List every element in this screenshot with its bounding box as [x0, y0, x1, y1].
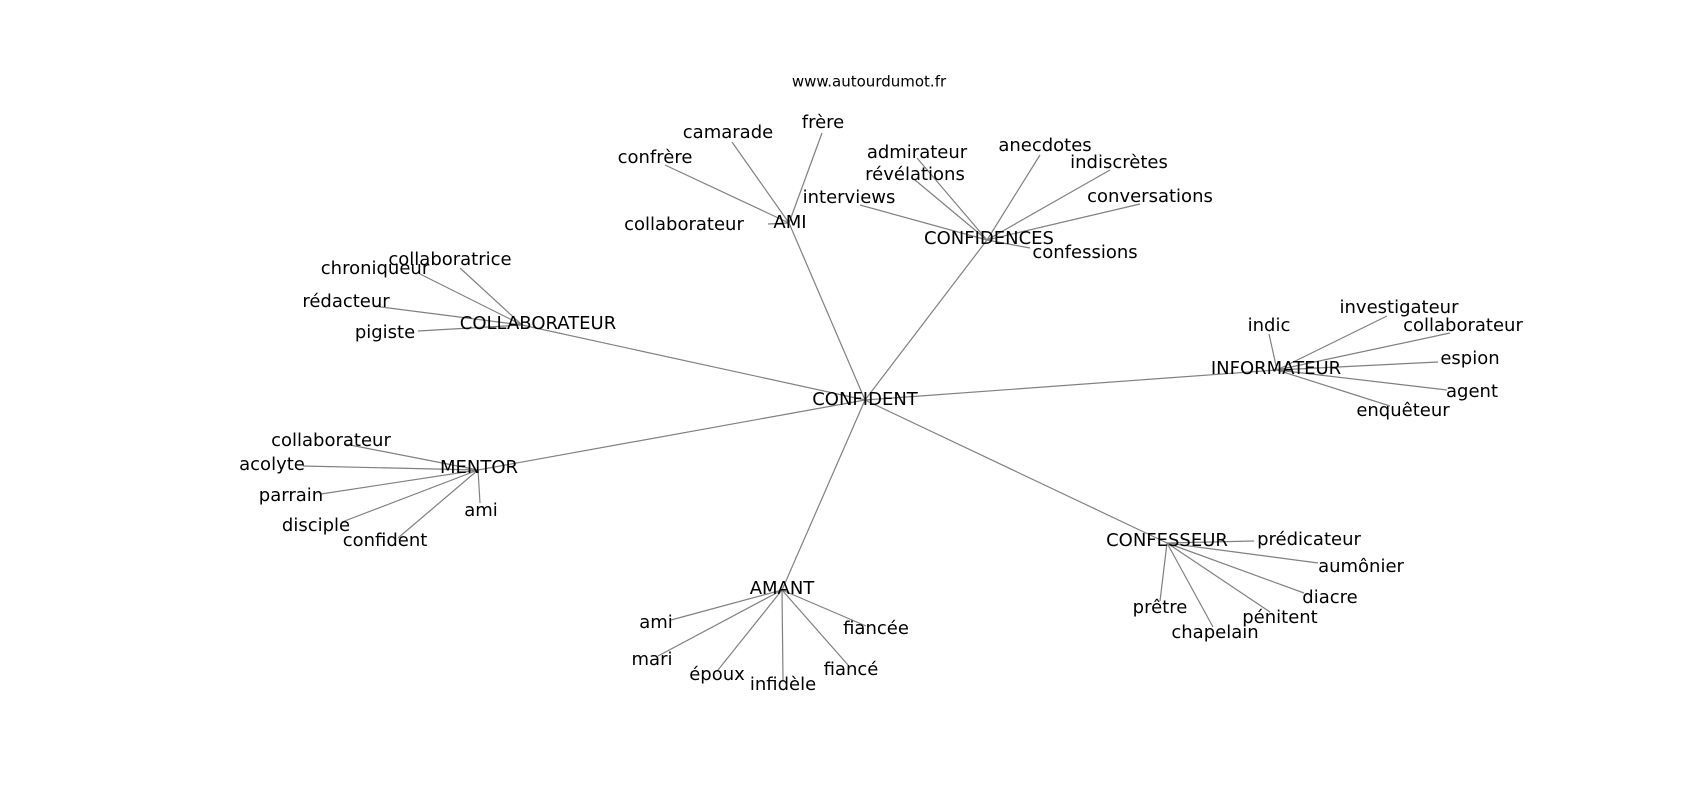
edge-ami-leaf-2 — [664, 164, 790, 224]
edge-confidences-leaf-2 — [859, 204, 988, 241]
leaf-node-confidences-0[interactable]: admirateur — [867, 142, 968, 163]
leaf-node-collaborateur-1[interactable]: chroniqueur — [321, 258, 430, 279]
leaf-node-amant-4[interactable]: fiancé — [824, 659, 879, 680]
leaf-node-collaborateur-0[interactable]: collaboratrice — [388, 249, 511, 270]
edge-collaborateur-leaf-3 — [417, 324, 523, 332]
edge-center-amant — [781, 399, 866, 591]
edge-informateur-leaf-1 — [1276, 315, 1388, 371]
edge-mentor-leaf-2 — [320, 469, 479, 495]
edge-ami-leaf-0 — [788, 132, 823, 224]
edge-confidences-leaf-6 — [986, 239, 1031, 249]
leaf-node-mentor-4[interactable]: confident — [343, 530, 428, 551]
edge-mentor-leaf-0 — [344, 443, 479, 471]
leaf-node-confidences-6[interactable]: confessions — [1032, 242, 1137, 263]
leaf-node-ami-0[interactable]: frère — [802, 112, 845, 133]
edge-mentor-leaf-1 — [302, 465, 479, 471]
leaf-node-confidences-1[interactable]: révélations — [865, 164, 965, 185]
leaf-node-amant-0[interactable]: ami — [639, 612, 673, 633]
leaf-node-confesseur-3[interactable]: pénitent — [1242, 607, 1318, 628]
leaf-node-informateur-0[interactable]: indic — [1248, 315, 1291, 336]
leaf-node-confesseur-2[interactable]: diacre — [1302, 587, 1357, 608]
edge-amant-leaf-5 — [781, 589, 867, 627]
hub-node-informateur[interactable]: INFORMATEUR — [1211, 358, 1341, 379]
edge-confesseur-leaf-4 — [1166, 542, 1214, 628]
edge-confidences-leaf-3 — [986, 154, 1041, 241]
edge-confesseur-leaf-0 — [1166, 540, 1255, 544]
leaf-node-confidences-2[interactable]: interviews — [803, 187, 896, 208]
edge-center-informateur — [864, 369, 1278, 401]
leaf-node-informateur-1[interactable]: investigateur — [1340, 297, 1460, 318]
edge-informateur-leaf-5 — [1276, 369, 1391, 407]
hub-node-amant[interactable]: AMANT — [750, 578, 816, 599]
edge-informateur-leaf-2 — [1276, 332, 1451, 371]
leaf-node-confesseur-1[interactable]: aumônier — [1318, 556, 1404, 577]
edge-center-mentor — [477, 399, 866, 471]
leaf-node-mentor-2[interactable]: parrain — [259, 485, 323, 506]
edge-collaborateur-leaf-2 — [372, 305, 523, 326]
edge-ami-leaf-1 — [731, 141, 790, 224]
leaf-node-confidences-3[interactable]: anecdotes — [998, 135, 1091, 156]
leaf-node-confidences-5[interactable]: conversations — [1087, 186, 1213, 207]
edge-center-confidences — [864, 239, 988, 401]
edge-confesseur-leaf-1 — [1166, 542, 1319, 564]
edge-informateur-leaf-3 — [1276, 361, 1439, 371]
edge-mentor-leaf-5 — [477, 469, 481, 504]
edge-informateur-leaf-0 — [1268, 333, 1278, 371]
edge-amant-leaf-4 — [781, 589, 849, 666]
edge-confesseur-leaf-3 — [1166, 542, 1271, 613]
edge-center-ami — [788, 222, 866, 401]
leaf-node-confesseur-0[interactable]: prédicateur — [1257, 529, 1361, 550]
edge-collaborateur-leaf-1 — [419, 273, 523, 326]
leaf-node-collaborateur-3[interactable]: pigiste — [355, 322, 415, 343]
edge-center-confesseur — [864, 399, 1168, 544]
leaf-node-amant-5[interactable]: fiancée — [843, 618, 909, 639]
edge-amant-leaf-0 — [670, 589, 783, 621]
graph-labels: www.autourdumot.fr CONFIDENT AMI frère cam… — [239, 73, 1523, 696]
hub-node-confidences[interactable]: CONFIDENCES — [924, 228, 1054, 249]
leaf-node-mentor-0[interactable]: collaborateur — [271, 430, 391, 451]
leaf-node-ami-2[interactable]: confrère — [618, 147, 693, 168]
edge-mentor-leaf-4 — [397, 469, 479, 539]
edge-confidences-leaf-1 — [914, 179, 988, 241]
edge-confesseur-leaf-5 — [1159, 542, 1168, 602]
leaf-node-informateur-5[interactable]: enquêteur — [1356, 400, 1450, 421]
edge-amant-leaf-3 — [781, 589, 784, 681]
leaf-node-informateur-3[interactable]: espion — [1440, 348, 1499, 369]
hub-node-ami[interactable]: AMI — [773, 212, 806, 233]
graph-edges — [302, 132, 1451, 681]
edge-amant-leaf-2 — [717, 589, 783, 671]
source-watermark: www.autourdumot.fr — [792, 73, 947, 91]
edge-confesseur-leaf-2 — [1166, 542, 1305, 594]
leaf-node-informateur-2[interactable]: collaborateur — [1403, 315, 1523, 336]
leaf-node-confidences-4[interactable]: indiscrètes — [1070, 152, 1168, 173]
leaf-node-amant-1[interactable]: mari — [632, 649, 673, 670]
leaf-node-mentor-1[interactable]: acolyte — [239, 454, 305, 475]
edge-informateur-leaf-4 — [1276, 369, 1448, 391]
leaf-node-confesseur-5[interactable]: prêtre — [1133, 597, 1188, 618]
hub-node-confesseur[interactable]: CONFESSEUR — [1106, 530, 1228, 551]
edge-center-collaborateur — [521, 324, 866, 401]
leaf-node-amant-2[interactable]: époux — [689, 664, 745, 685]
hub-node-collaborateur[interactable]: COLLABORATEUR — [460, 313, 616, 334]
leaf-node-mentor-3[interactable]: disciple — [282, 515, 350, 536]
edge-amant-leaf-1 — [657, 589, 783, 657]
leaf-node-collaborateur-2[interactable]: rédacteur — [302, 291, 390, 312]
edge-confidences-leaf-0 — [916, 157, 988, 241]
leaf-node-informateur-4[interactable]: agent — [1446, 381, 1498, 402]
edge-mentor-leaf-3 — [341, 469, 479, 523]
center-node[interactable]: CONFIDENT — [812, 389, 919, 410]
edge-confidences-leaf-5 — [986, 203, 1141, 241]
leaf-node-mentor-5[interactable]: ami — [464, 500, 498, 521]
leaf-node-ami-3[interactable]: collaborateur — [624, 214, 744, 235]
edge-confidences-leaf-4 — [986, 169, 1111, 241]
leaf-node-ami-1[interactable]: camarade — [683, 122, 773, 143]
hub-node-mentor[interactable]: MENTOR — [440, 457, 518, 478]
edge-collaborateur-leaf-0 — [459, 267, 523, 326]
leaf-node-confesseur-4[interactable]: chapelain — [1171, 622, 1258, 643]
leaf-node-amant-3[interactable]: infidèle — [750, 674, 816, 695]
edge-ami-leaf-3 — [767, 222, 790, 225]
